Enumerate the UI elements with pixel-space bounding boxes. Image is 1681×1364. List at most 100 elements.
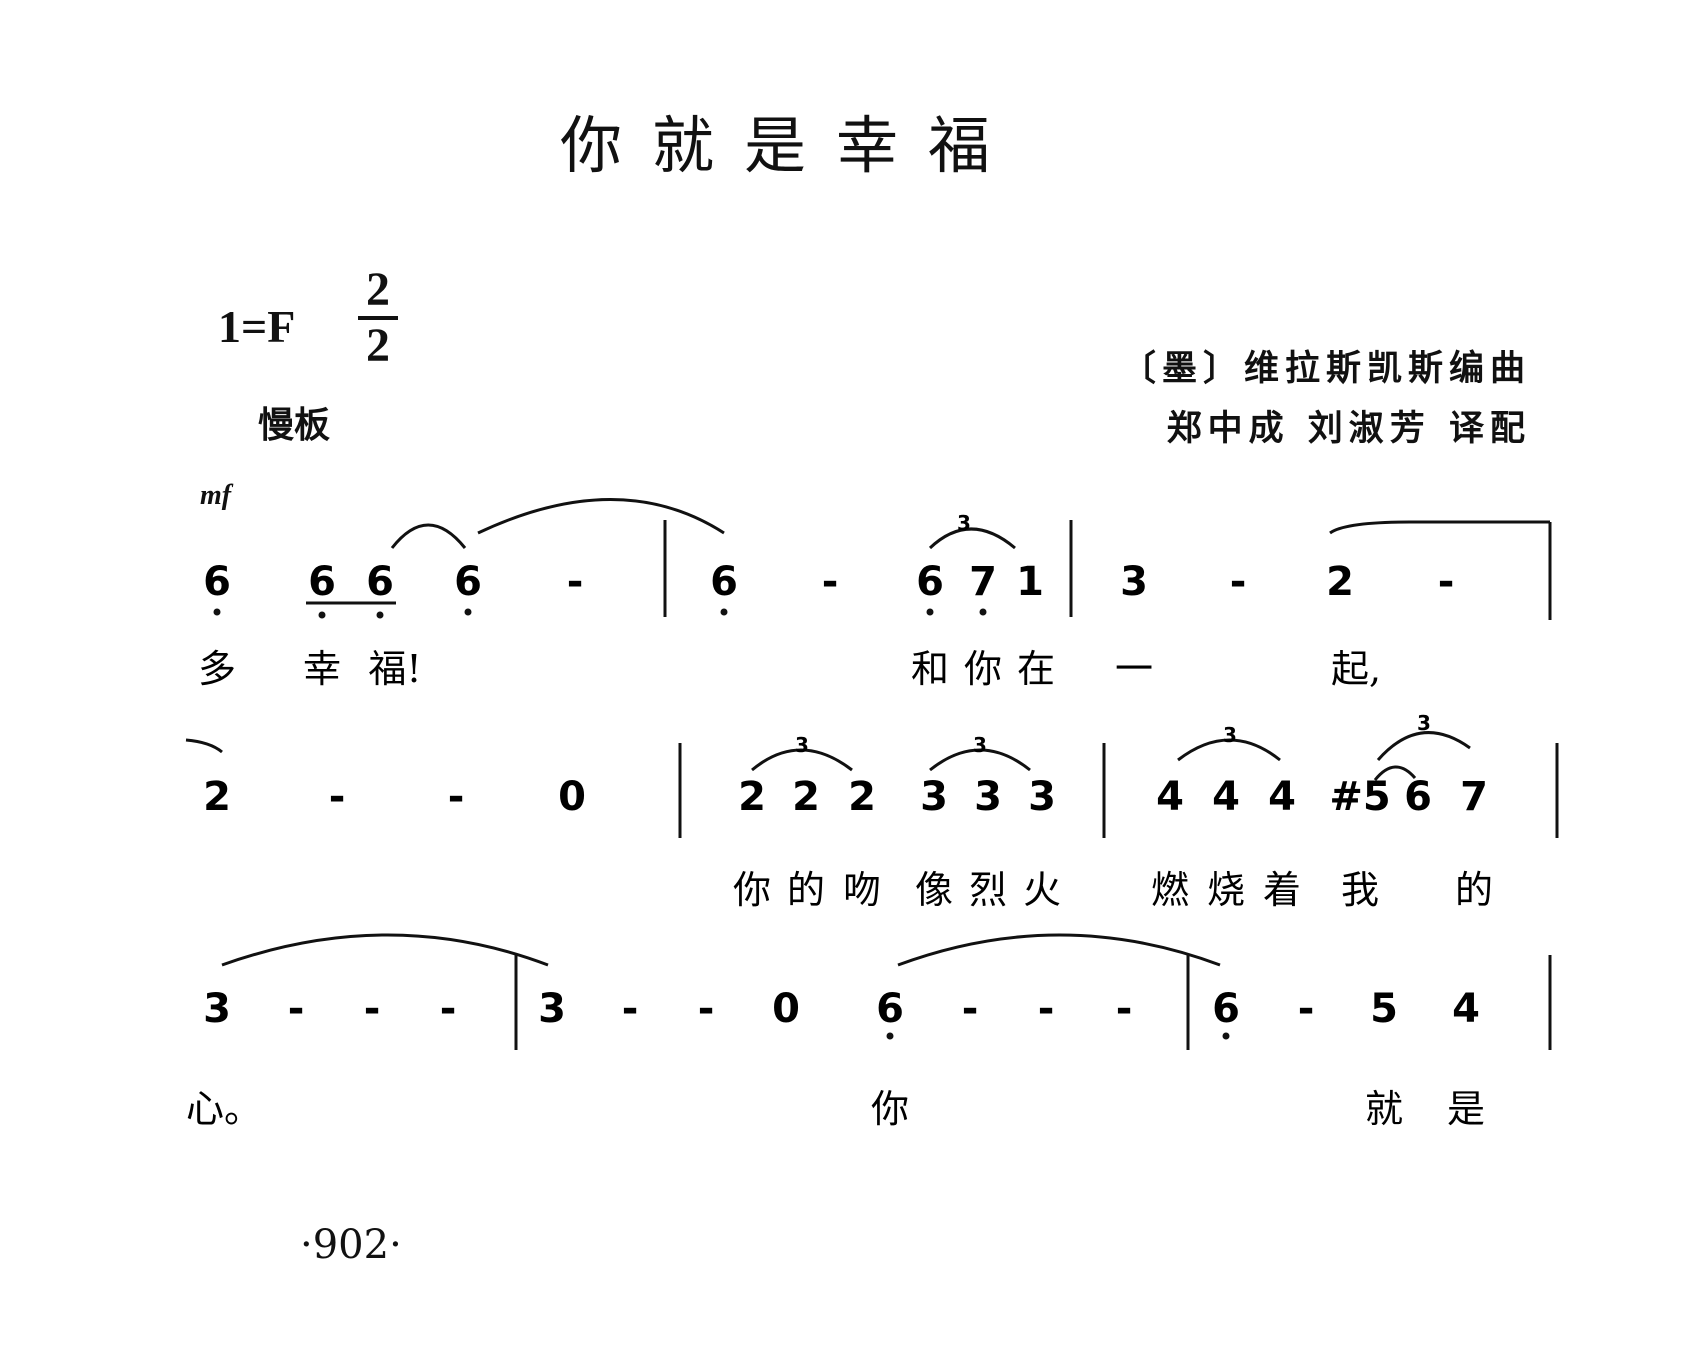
- dash: -: [567, 559, 584, 605]
- note: 3: [920, 774, 948, 820]
- triplet-mark: 3: [795, 733, 809, 757]
- note: 5: [1370, 986, 1398, 1032]
- note: 4: [1452, 986, 1480, 1032]
- staff-3: 3 - - - 3 - - 0 6 - - - 6 - 5 4 心。 你 就 是: [186, 933, 1552, 1131]
- lyric: 一: [1115, 647, 1153, 691]
- lyric: 像: [915, 868, 953, 912]
- note: 3: [538, 986, 566, 1032]
- lyric: 我: [1341, 868, 1379, 912]
- note: 4: [1212, 774, 1240, 820]
- note: 2: [738, 774, 766, 820]
- dash: -: [1230, 559, 1247, 605]
- note: 2: [848, 774, 876, 820]
- lyric: 在: [1017, 647, 1055, 691]
- lyric: 火: [1023, 868, 1061, 912]
- note: 3: [203, 986, 231, 1032]
- octave-dot: [926, 608, 934, 616]
- triplet-slur: [751, 748, 853, 772]
- triplet-mark: 3: [957, 511, 971, 535]
- song-title: 你就是幸福: [560, 109, 1021, 182]
- lyric: 吻: [843, 868, 881, 912]
- dash: -: [822, 559, 839, 605]
- tie: [897, 933, 1221, 967]
- key-signature: 1=F: [218, 301, 296, 352]
- note-sharp: #5: [1329, 774, 1390, 820]
- note: 4: [1268, 774, 1296, 820]
- slur: [1373, 765, 1417, 781]
- triplet-mark: 3: [973, 733, 987, 757]
- note: 1: [1016, 559, 1044, 605]
- note: 2: [203, 774, 231, 820]
- tie-end: [185, 738, 223, 754]
- lyric: 就: [1365, 1087, 1403, 1131]
- tempo-marking: 慢板: [258, 405, 331, 446]
- octave-dot: [1222, 1032, 1230, 1040]
- composer-credit: 〔墨〕维拉斯凯斯编曲: [1120, 349, 1531, 389]
- note: 2: [1326, 559, 1354, 605]
- lyric: 的: [787, 868, 825, 912]
- slur: [390, 523, 467, 549]
- dash: -: [440, 986, 457, 1032]
- lyric: 福!: [368, 647, 421, 691]
- tie-start: [1329, 520, 1550, 535]
- lyric: 着: [1263, 868, 1301, 912]
- staff-1: 3 6 6 6 6 - 6 - 6 7 1 3 - 2 - 多 幸 福! 和 你: [198, 498, 1552, 691]
- note: 7: [969, 559, 997, 605]
- lyric: 和: [911, 647, 949, 691]
- note: 6: [454, 559, 482, 605]
- dash: -: [448, 774, 465, 820]
- note: 6: [1212, 986, 1240, 1032]
- rest: 0: [558, 774, 586, 820]
- note: 6: [1404, 774, 1432, 820]
- octave-dot: [979, 608, 987, 616]
- octave-dot: [213, 608, 221, 616]
- triplet-slur: [929, 748, 1031, 772]
- note: 3: [1120, 559, 1148, 605]
- rest: 0: [772, 986, 800, 1032]
- triplet-slur: [1376, 731, 1471, 761]
- note: 3: [974, 774, 1002, 820]
- lyric: 你: [733, 868, 771, 912]
- page-number: ·902·: [300, 1222, 402, 1268]
- octave-dot: [720, 608, 728, 616]
- note: 6: [366, 559, 394, 605]
- staff-2: 3 3 3 3 2 - - 0 2 2 2 3 3 3 4 4 4 #5 6 7…: [185, 711, 1559, 912]
- note: 6: [308, 559, 336, 605]
- dash: -: [962, 986, 979, 1032]
- triplet-slur: [1177, 738, 1281, 762]
- lyric: 幸: [303, 647, 341, 691]
- tie: [221, 933, 549, 967]
- note: 6: [710, 559, 738, 605]
- note: 3: [1028, 774, 1056, 820]
- note: 6: [916, 559, 944, 605]
- dash: -: [1116, 986, 1133, 1032]
- dash: -: [364, 986, 381, 1032]
- note: 4: [1156, 774, 1184, 820]
- dash: -: [1298, 986, 1315, 1032]
- triplet-mark: 3: [1223, 723, 1237, 747]
- dash: -: [288, 986, 305, 1032]
- translator-credit: 郑中成 刘淑芳 译配: [1166, 409, 1531, 449]
- time-signature-denominator: 2: [366, 319, 390, 372]
- lyric: 是: [1447, 1087, 1485, 1131]
- note: 6: [876, 986, 904, 1032]
- note: 2: [792, 774, 820, 820]
- lyric: 的: [1455, 868, 1493, 912]
- dash: -: [1438, 559, 1455, 605]
- lyric: 燃: [1151, 868, 1189, 912]
- dynamic-marking: mf: [200, 480, 232, 511]
- dash: -: [698, 986, 715, 1032]
- lyric: 多: [198, 647, 236, 691]
- slur: [477, 498, 725, 535]
- slur: [928, 527, 1016, 550]
- lyric: 起,: [1331, 647, 1381, 691]
- lyric: 你: [871, 1087, 909, 1131]
- octave-dot: [376, 611, 384, 619]
- note: 7: [1460, 774, 1488, 820]
- triplet-mark: 3: [1417, 711, 1431, 735]
- note: 6: [203, 559, 231, 605]
- lyric: 心。: [186, 1087, 262, 1131]
- dash: -: [1038, 986, 1055, 1032]
- dash: -: [329, 774, 346, 820]
